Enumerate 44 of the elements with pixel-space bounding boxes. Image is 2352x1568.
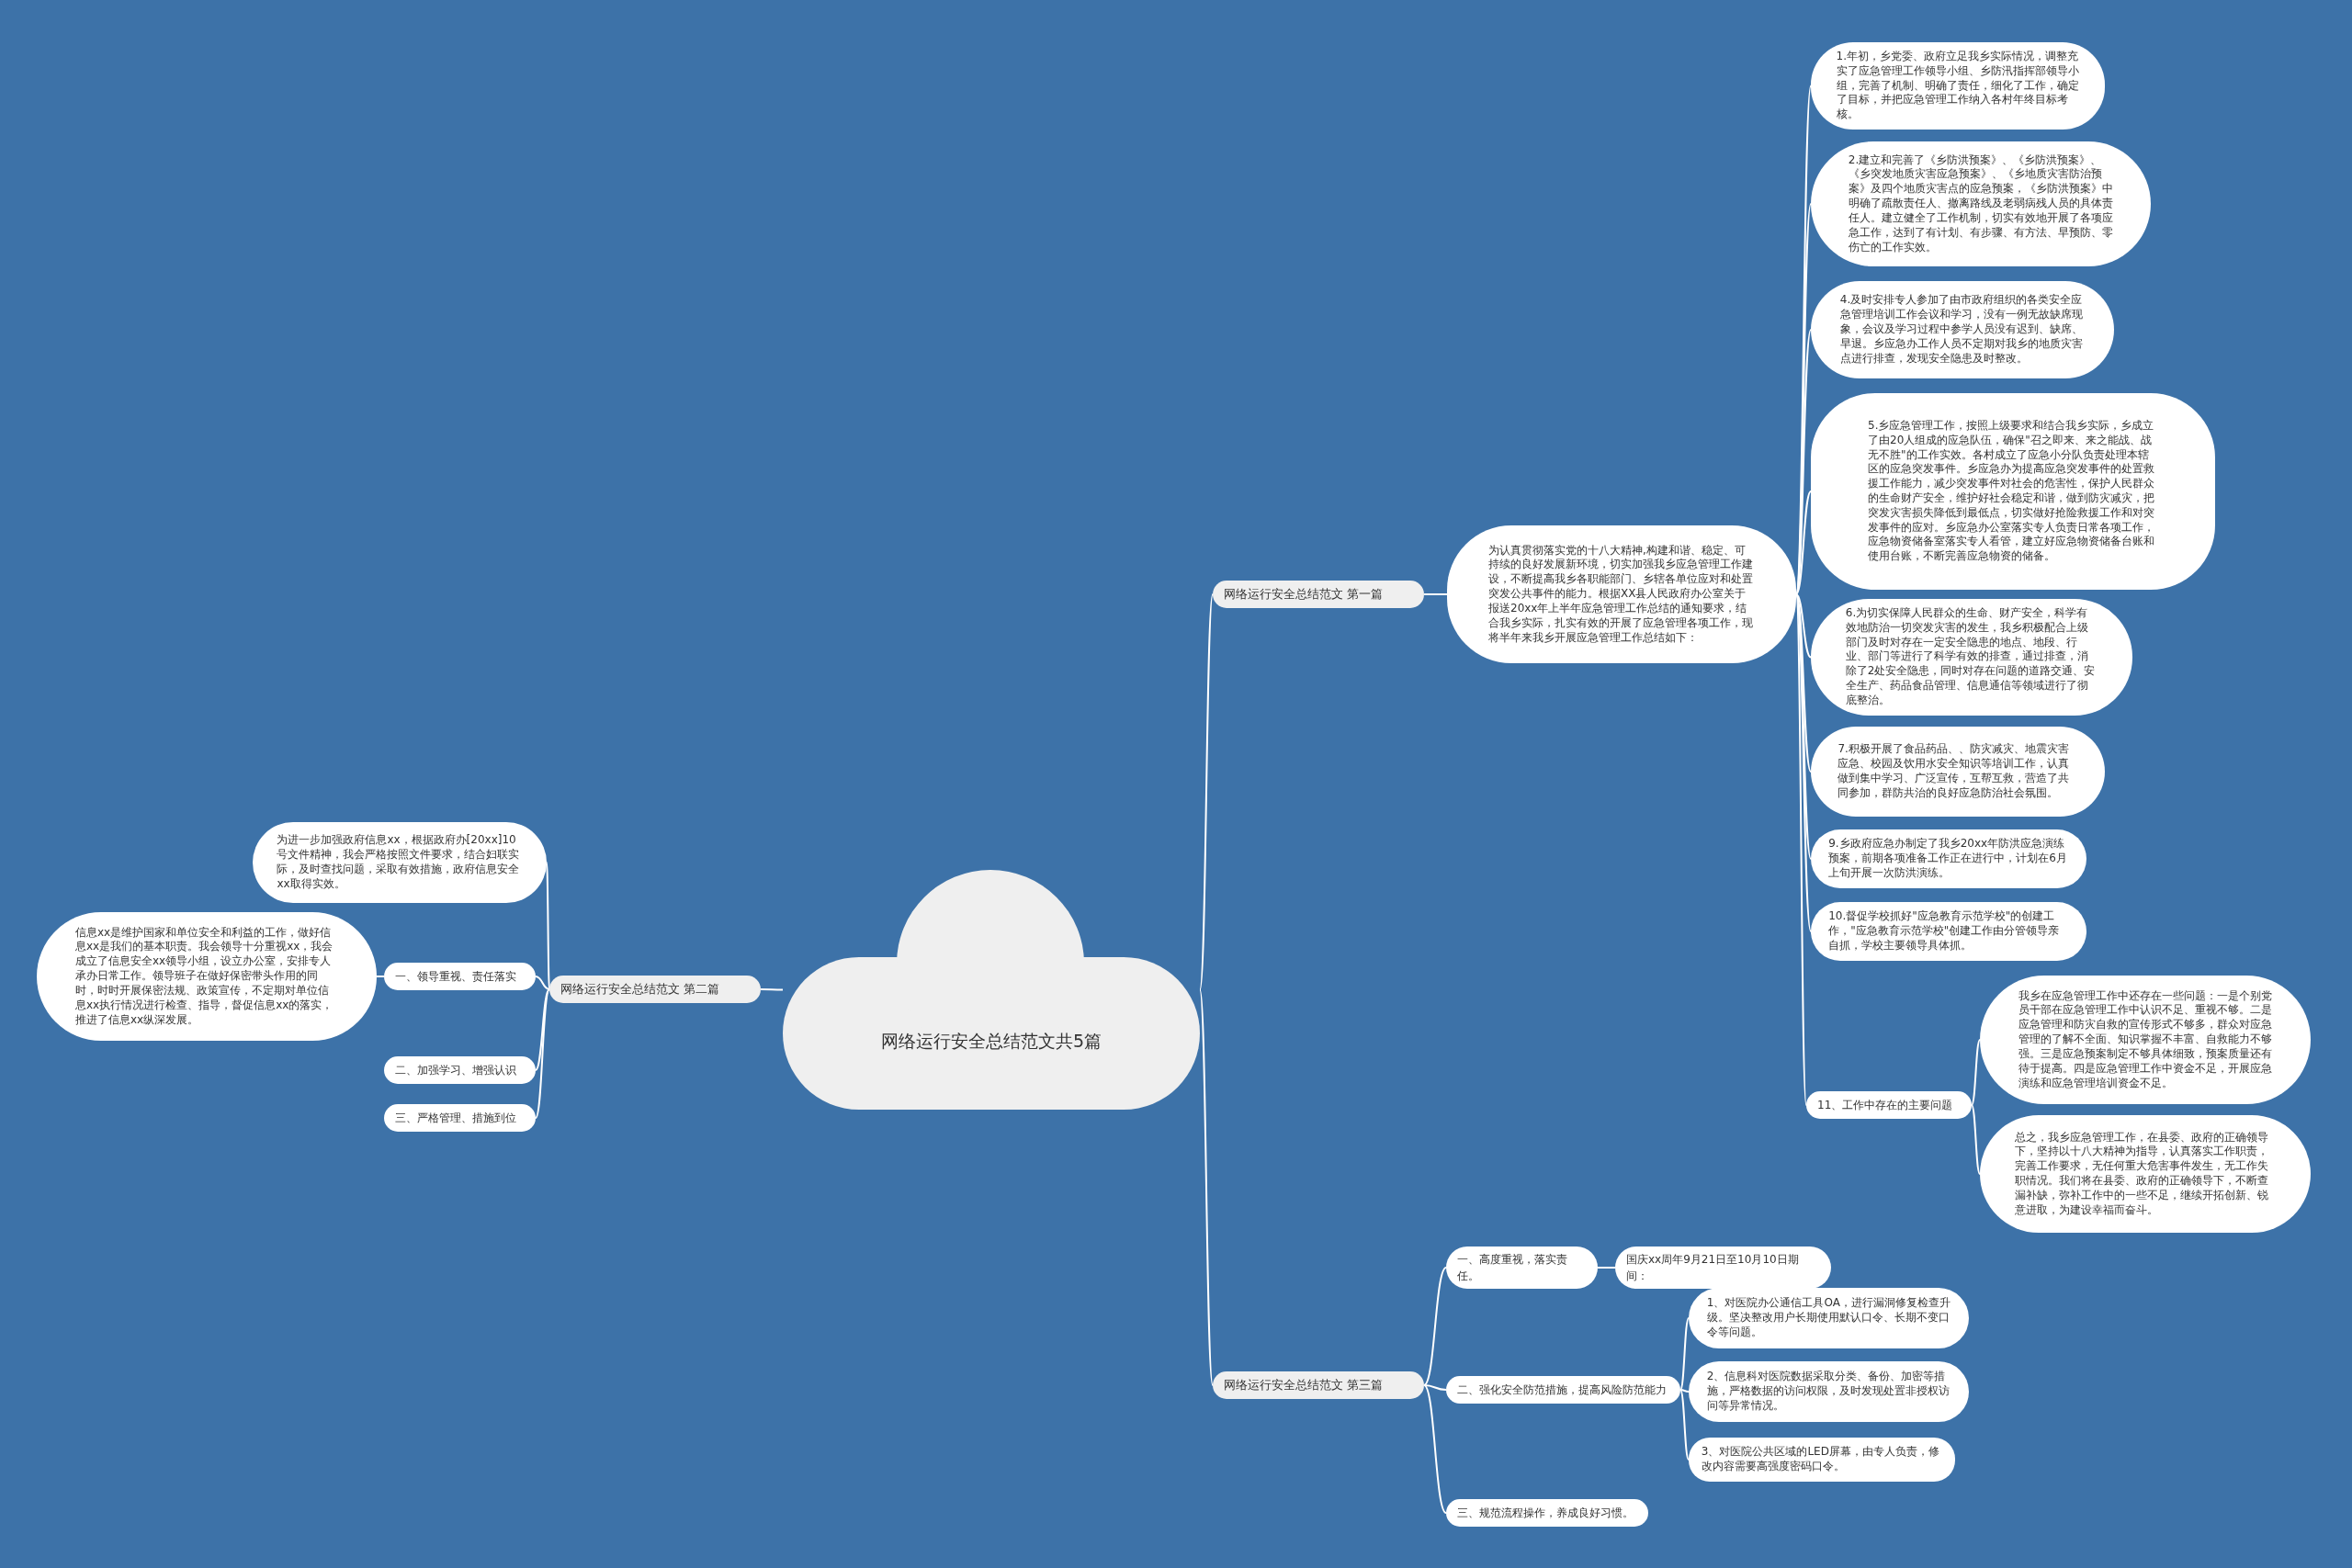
text-bubble: 2.建立和完善了《乡防洪预案》、《乡防洪预案》、《乡突发地质灾害应急预案》、《乡地质灾害防治预案》及四个地质灾害点的应急预案，《乡防洪预案》中明确了疏散责任人、撤离路线及老弱病残人员的具体责任人。建立健全了工作机制，切实有效地开展了各项应急工作，达到了有计划、有步骤、有方法、早预防、零伤亡的工作实效。 bbox=[1811, 141, 2151, 266]
text-bubble: 1.年初，乡党委、政府立足我乡实际情况，调整充实了应急管理工作领导小组、乡防汛指挥部领导小组，完善了机制、明确了责任，细化了工作，确定了目标，并把应急管理工作纳入各村年终目标考核。 bbox=[1811, 42, 2105, 130]
text-bubble: 为进一步加强政府信息xx，根据政府办[20xx]10号文件精神，我会严格按照文件要求，结合妇联实际，及时查找问题，采取有效措施，政府信息安全xx取得实效。 bbox=[253, 822, 547, 903]
connector-line bbox=[1423, 1384, 1447, 1514]
connector-line bbox=[535, 976, 550, 990]
subtopic-bubble: 二、强化安全防范措施，提高风险防范能力 bbox=[1446, 1376, 1680, 1404]
connector-line bbox=[1423, 1384, 1447, 1391]
text-bubble: 5.乡应急管理工作，按照上级要求和结合我乡实际，乡成立了由20人组成的应急队伍，确保"召之即来、来之能战、战无不胜"的工作实效。各村成立了应急小分队负责处理本辖区的应急突发事件。乡应急办为提高应急突发事件的处置救援工作能力，减少突发事件对社会的危害性，保护人民群众的生命财产安全，维护好社会稳定和谐，做到防灾减灾，把突发灾害损失降低到最低点，切实做好抢险救援工作和对突发事件的应对。乡应急办公室落实专人负责日常各项工作，应急物资储备室落实专人看管，建立好应急物资储备台账和使用台账，不断完善应急物资的储备。 bbox=[1811, 393, 2215, 590]
connector-line bbox=[1423, 593, 1448, 595]
subtopic-bubble: 11、工作中存在的主要问题 bbox=[1806, 1091, 1972, 1119]
text-bubble: 信息xx是维护国家和单位安全和利益的工作，做好信息xx是我们的基本职责。我会领导十分重视xx，我会成立了信息安全xx领导小组，设立办公室，安排专人承办日常工作。领导班子在做好保密带头作用的同时，时时开展保密法规、政策宣传，不定期对单位信息xx执行情况进行检查、指导，督促信息xx的落实，推进了信息xx纵深发展。 bbox=[37, 912, 377, 1041]
text-bubble: 6.为切实保障人民群众的生命、财产安全，科学有效地防治一切突发灾害的发生，我乡积极配合上级部门及时对存在一定安全隐患的地点、地段、行业、部门等进行了科学有效的排查，通过排查，消除了2处安全隐患，同时对存在问题的道路交通、安全生产、药品食品管理、信息通信等领域进行了彻底整治。 bbox=[1811, 599, 2132, 716]
connector-line bbox=[1597, 1267, 1616, 1269]
text-bubble: 2、信息科对医院数据采取分类、备份、加密等措施，严格数据的访问权限，及时发现处置非授权访问等异常情况。 bbox=[1689, 1361, 1969, 1422]
text-bubble: 3、对医院公共区域的LED屏幕，由专人负责，修改内容需要高强度密码口令。 bbox=[1689, 1438, 1955, 1482]
connector-line bbox=[535, 988, 550, 1071]
branch-topic: 网络运行安全总结范文 第一篇 bbox=[1213, 581, 1424, 608]
subtopic-bubble: 二、加强学习、增强认识 bbox=[384, 1056, 536, 1084]
subtopic-bubble: 国庆xx周年9月21日至10月10日期间： bbox=[1615, 1247, 1831, 1289]
branch-topic: 网络运行安全总结范文 第三篇 bbox=[1213, 1371, 1424, 1399]
connector-line bbox=[1679, 1317, 1690, 1391]
text-bubble: 7.积极开展了食品药品、、防灾减灾、地震灾害应急、校园及饮用水安全知识等培训工作，认真做到集中学习、广泛宣传，互帮互救，营造了共同参加，群防共治的良好应急防治社会氛围。 bbox=[1811, 727, 2105, 817]
text-bubble: 我乡在应急管理工作中还存在一些问题：一是个别党员干部在应急管理工作中认识不足、重视不够。二是应急管理和防灾自救的宣传形式不够多，群众对应急管理的了解不全面、知识掌握不丰富、自救能力不够强。三是应急预案制定不够具体细致，预案质量还有待于提高。四是应急管理工作中资金不足，开展应急演练和应急管理培训资金不足。 bbox=[1980, 976, 2311, 1104]
connector-line bbox=[535, 988, 550, 1119]
connector-line bbox=[1679, 1389, 1690, 1461]
text-bubble: 4.及时安排专人参加了由市政府组织的各类安全应急管理培训工作会议和学习，没有一例无故缺席现象，会议及学习过程中参学人员没有迟到、缺席、早退。乡应急办工作人员不定期对我乡的地质灾害点进行排查，发现安全隐患及时整改。 bbox=[1811, 281, 2114, 378]
subtopic-bubble: 一、高度重视，落实责任。 bbox=[1446, 1247, 1598, 1289]
text-bubble: 1、对医院办公通信工具OA，进行漏洞修复检查升级。坚决整改用户长期使用默认口令、长期不变口令等问题。 bbox=[1689, 1288, 1969, 1348]
branch-topic: 网络运行安全总结范文 第二篇 bbox=[549, 976, 761, 1003]
connector-line bbox=[760, 988, 784, 991]
connector-line bbox=[1971, 1104, 1981, 1175]
text-bubble: 9.乡政府应急办制定了我乡20xx年防洪应急演练预案，前期各项准备工作正在进行中，计划在6月上旬开展一次防洪演练。 bbox=[1811, 829, 2086, 888]
subtopic-bubble: 三、规范流程操作，养成良好习惯。 bbox=[1446, 1499, 1648, 1527]
connector-line bbox=[1795, 491, 1812, 595]
subtopic-bubble: 三、严格管理、措施到位 bbox=[384, 1104, 536, 1132]
text-bubble: 总之，我乡应急管理工作，在县委、政府的正确领导下，坚持以十八大精神为指导，认真落实工作职责，完善工作要求，无任何重大危害事件发生，无工作失职情况。我们将在县委、政府的正确领导下，不断查漏补缺，弥补工作中的一些不足，继续开拓创新、锐意进取，为建设幸福而奋斗。 bbox=[1980, 1115, 2311, 1233]
connector-line bbox=[376, 976, 385, 977]
text-bubble: 10.督促学校抓好"应急教育示范学校"的创建工作，"应急教育示范学校"创建工作由分管领导亲自抓，学校主要领导具体抓。 bbox=[1811, 902, 2086, 961]
connector-line bbox=[1971, 1039, 1981, 1106]
central-topic-text: 网络运行安全总结范文共5篇 bbox=[879, 1030, 1103, 1053]
connector-line bbox=[1795, 593, 1812, 659]
connector-line bbox=[1423, 1267, 1447, 1386]
text-bubble: 为认真贯彻落实党的十八大精神,构建和谐、稳定、可持续的良好发展新环境，切实加强我乡应急管理工作建设，不断提高我乡各职能部门、乡辖各单位应对和处置突发公共事件的能力。根据XX县人民政府办公室关于报送20xx年上半年应急管理工作总结的通知要求，结合我乡实际，扎实有效的开展了应急管理各项工作，现将半年来我乡开展应急管理工作总结如下： bbox=[1447, 525, 1796, 663]
subtopic-bubble: 一、领导重视、责任落实 bbox=[384, 963, 536, 990]
